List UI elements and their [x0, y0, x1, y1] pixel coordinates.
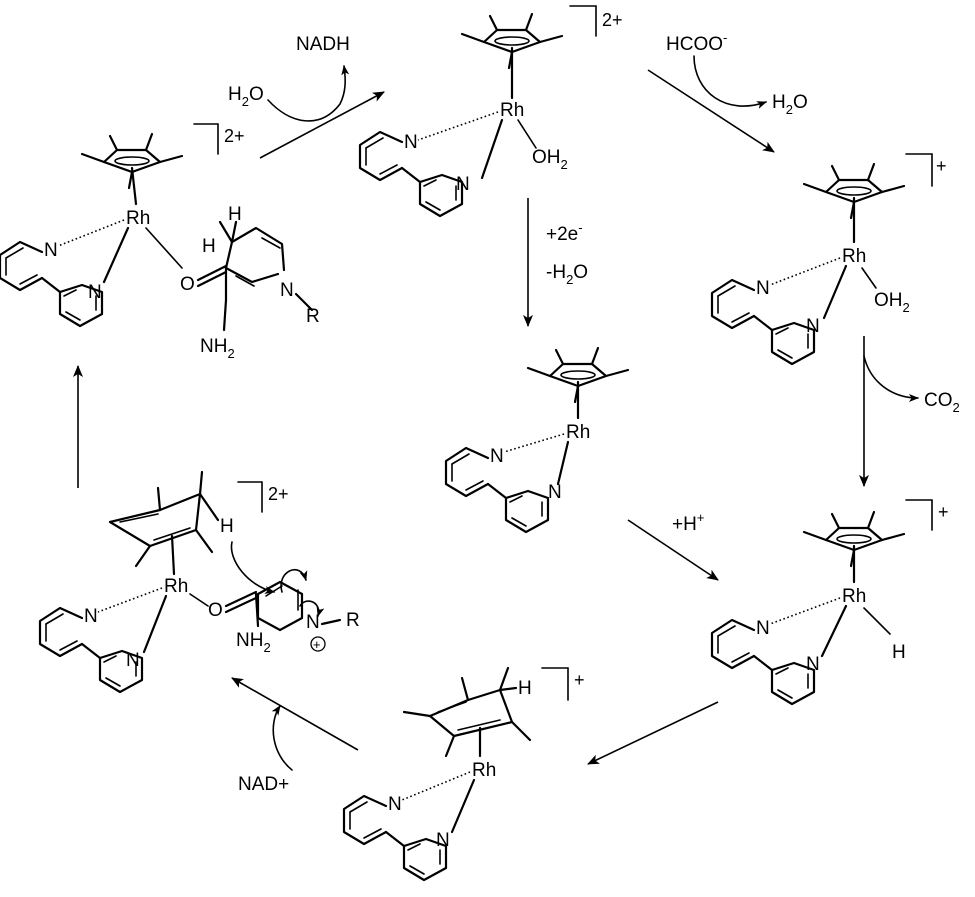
endo-h: H [220, 516, 234, 537]
arrow-protonation [627, 519, 719, 581]
electron-label: +2e- [546, 220, 583, 245]
r-group: R [346, 610, 360, 631]
n-atom: N [404, 132, 418, 153]
n-atom: N [88, 282, 102, 303]
rh-atom: Rh [472, 760, 496, 781]
n-atom: N [388, 794, 402, 815]
charge-label: 2+ [224, 126, 245, 146]
rh-atom: Rh [164, 576, 188, 597]
positive-charge: + [313, 637, 321, 652]
carbonyl-o: O [208, 600, 223, 621]
arrow-nadh-release [259, 91, 385, 159]
n-atom: N [490, 446, 504, 467]
n-atom: N [756, 278, 770, 299]
rh-atom: Rh [842, 586, 866, 607]
pyridinium-n: N [306, 612, 320, 633]
hydride-h: H [228, 204, 242, 225]
charge-label: + [574, 670, 585, 690]
complex-rh-i: Rh N N [444, 346, 630, 534]
curved-arrow-nad [271, 705, 293, 771]
water-in-label: H2O [228, 84, 264, 109]
n-atom: N [806, 654, 820, 675]
n-atom: N [548, 482, 562, 503]
curved-arrow-nadh [267, 65, 350, 122]
hydride-h: H [892, 642, 906, 663]
r-group: R [306, 306, 320, 327]
formate-label: HCOO- [666, 30, 727, 55]
rh-atom: Rh [500, 100, 524, 121]
nad-label: NAD+ [238, 774, 289, 795]
complex-hydride: Rh N N H + [710, 499, 949, 706]
n-atom: N [756, 618, 770, 639]
n-atom: N [84, 606, 98, 627]
complex-ring-hydride: H Rh N N + [342, 666, 585, 882]
complex-nadh-bound: Rh N N O NH2 H H N R 2+ [0, 123, 320, 361]
amide-nh2: NH2 [200, 336, 235, 361]
arrow-nad-binding [231, 677, 359, 751]
amide-nh2: NH2 [236, 630, 271, 655]
hydride-h: H [202, 236, 216, 257]
dihydropyridine-n: N [280, 280, 294, 301]
water-loss-label: -H2O [546, 262, 588, 287]
endo-h: H [518, 678, 532, 699]
rh-atom: Rh [566, 422, 590, 443]
arrow-migration [587, 701, 719, 765]
nadh-label: NADH [296, 34, 350, 55]
n-atom: N [806, 316, 820, 337]
complex-aqua-dication: Rh N N OH2 2+ [358, 5, 623, 218]
charge-label: 2+ [602, 10, 623, 30]
n-atom: N [44, 240, 58, 261]
arrow-formate [647, 69, 775, 153]
proton-label: +H+ [672, 510, 704, 535]
aqua-ligand: OH2 [532, 147, 568, 172]
aqua-ligand: OH2 [874, 290, 910, 315]
charge-label: + [936, 156, 947, 176]
rh-atom: Rh [842, 246, 866, 267]
curved-arrow-formate [693, 55, 767, 109]
rh-atom: Rh [126, 208, 150, 229]
carbonyl-o: O [180, 274, 195, 295]
charge-label: + [938, 502, 949, 522]
curved-arrow-co2 [863, 355, 919, 402]
complex-aqua-cation: Rh N N OH2 + [710, 153, 947, 366]
complex-nad-bound: H Rh N N O NH2 N R + 2+ [38, 470, 360, 694]
charge-label: 2+ [268, 484, 289, 504]
water-out-label: H2O [772, 92, 808, 117]
n-atom: N [436, 830, 450, 851]
co2-label: CO2 [924, 390, 960, 415]
